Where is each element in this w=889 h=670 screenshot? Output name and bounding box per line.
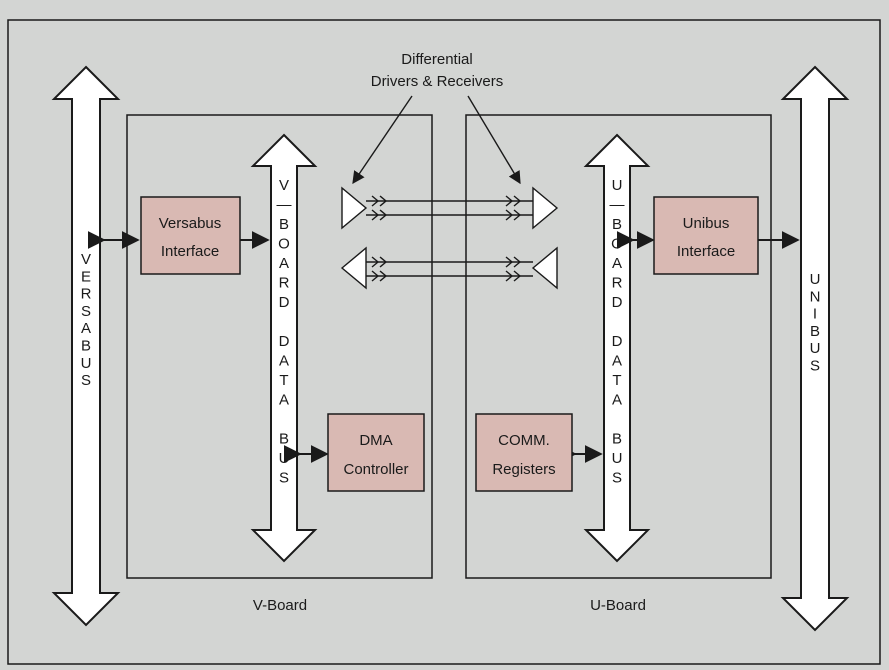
versabus-arrow	[51, 65, 121, 627]
u-board-data-bus-letter: O	[611, 236, 623, 253]
callout-line2: Drivers & Receivers	[371, 73, 504, 90]
versabus-letter: S	[81, 372, 91, 389]
unibus-letter: I	[813, 306, 817, 323]
versabus-letter: U	[81, 355, 92, 372]
receiver-triangle-left	[340, 246, 367, 290]
v-board-data-bus-letter: A	[279, 392, 289, 409]
v-board-data-bus-letter: U	[279, 450, 290, 467]
unibus-interface-line2: Interface	[677, 243, 735, 260]
unibus-letter: N	[810, 288, 821, 305]
v-board-data-bus-letter: —	[277, 197, 292, 214]
v-board-data-bus-letter: O	[278, 236, 290, 253]
unibus-interface-line1: Unibus	[683, 215, 730, 232]
u-board-data-bus-letter: B	[612, 431, 622, 448]
v-board-data-bus-letter: B	[279, 216, 289, 233]
chevrons-lower-left	[371, 256, 388, 282]
callout-pointer-right	[467, 95, 521, 185]
u-board-caption: U-Board	[590, 597, 646, 614]
v-board-data-bus-letter: A	[279, 255, 289, 272]
u-board-data-bus-letter: D	[612, 333, 623, 350]
unibus-interface-box: Unibus Interface	[653, 196, 759, 275]
versabus-letter: V	[81, 251, 91, 268]
dma-controller-line2: Controller	[343, 461, 408, 478]
unibus-arrow	[780, 65, 850, 632]
v-board-data-bus-letter: D	[279, 294, 290, 311]
versabus-letter: A	[81, 320, 91, 337]
u-board-data-bus-letter: —	[610, 197, 625, 214]
comm-registers-line1: COMM.	[498, 432, 550, 449]
chevrons-lower-right	[505, 256, 522, 282]
v-board-data-bus-arrow	[250, 133, 318, 563]
versabus-interface-line1: Versabus	[159, 215, 222, 232]
u-board-data-bus-letter: A	[612, 392, 622, 409]
driver-triangle-right	[531, 246, 558, 290]
u-board-data-bus-letter: U	[612, 450, 623, 467]
dma-controller-box: DMA Controller	[327, 413, 425, 492]
u-board-data-bus-letter: D	[612, 294, 623, 311]
unibus-letter: B	[810, 323, 820, 340]
versabus-letter: S	[81, 303, 91, 320]
v-board-outline	[126, 114, 433, 579]
u-board-data-bus-arrow	[583, 133, 651, 563]
v-board-data-bus-letter: A	[279, 353, 289, 370]
u-board-data-bus-letter: T	[612, 372, 621, 389]
u-board-outline	[465, 114, 772, 579]
v-board-caption: V-Board	[253, 597, 307, 614]
versabus-interface-line2: Interface	[161, 243, 219, 260]
comm-registers-line2: Registers	[492, 461, 555, 478]
chevrons-upper-right	[505, 195, 522, 221]
u-board-data-bus-letter: A	[612, 353, 622, 370]
outer-frame	[7, 19, 881, 665]
versabus-interface-box: Versabus Interface	[140, 196, 241, 275]
unibus-letter: U	[810, 271, 821, 288]
dma-controller-line1: DMA	[359, 432, 392, 449]
v-board-data-bus-letter: B	[279, 431, 289, 448]
differential-link-lower	[340, 246, 558, 290]
v-board-data-bus-letter: V	[279, 177, 289, 194]
u-board-data-bus-letter: B	[612, 216, 622, 233]
unibus-letter: U	[810, 340, 821, 357]
chevrons-upper-left	[371, 195, 388, 221]
u-board-data-bus-letter: S	[612, 470, 622, 487]
comm-registers-box: COMM. Registers	[475, 413, 573, 492]
u-board-data-bus-letter: U	[612, 177, 623, 194]
versabus-letter: E	[81, 268, 91, 285]
v-board-data-bus-letter: D	[279, 333, 290, 350]
u-board-data-bus-letter: A	[612, 255, 622, 272]
versabus-letter: R	[81, 286, 92, 303]
receiver-triangle-right	[532, 186, 559, 230]
v-board-data-bus-letter: T	[279, 372, 288, 389]
differential-link-upper	[341, 186, 559, 230]
versabus-letter: B	[81, 338, 91, 355]
v-board-data-bus-letter: S	[279, 470, 289, 487]
unibus-letter: S	[810, 358, 820, 375]
u-board-data-bus-letter: R	[612, 275, 623, 292]
v-board-data-bus-letter: R	[279, 275, 290, 292]
callout-line1: Differential	[401, 51, 472, 68]
driver-triangle-left	[341, 186, 368, 230]
callout-pointer-left	[352, 95, 413, 185]
